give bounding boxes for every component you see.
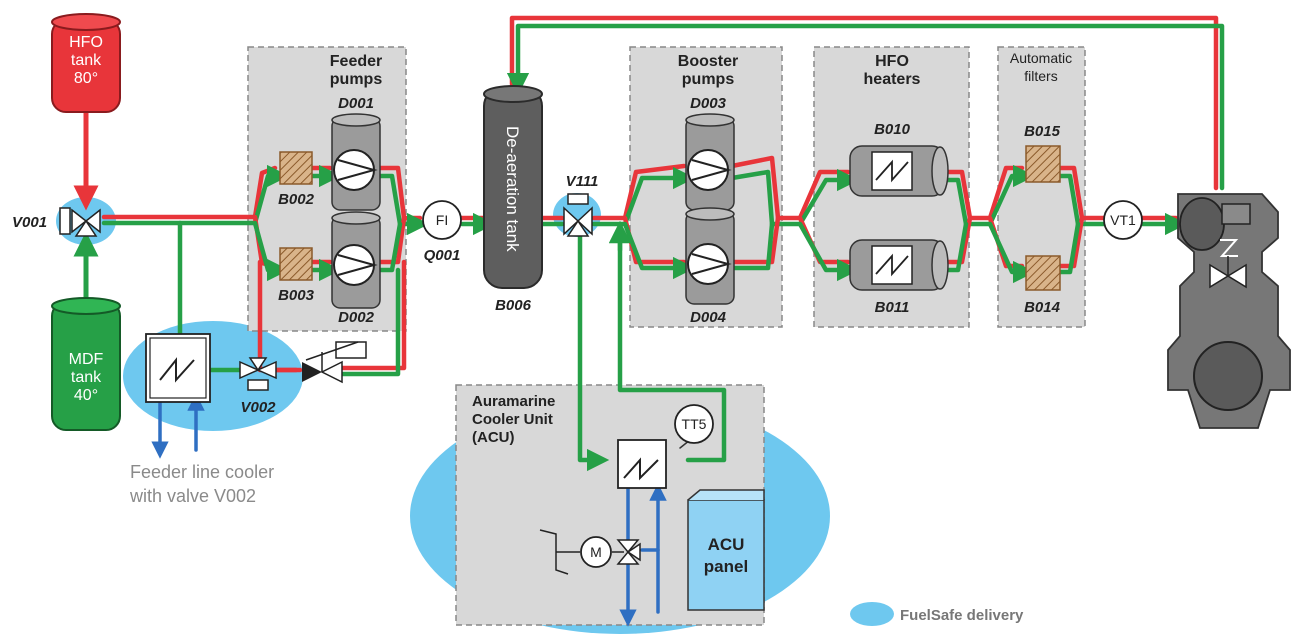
d001-label: D001	[338, 95, 374, 112]
acu-panel-label-1: ACU	[708, 535, 745, 554]
pump-d001-icon	[331, 113, 381, 211]
v002-label: V002	[240, 399, 276, 416]
hfo-tank-label-3: 80°	[74, 70, 98, 87]
b003-label: B003	[278, 287, 315, 304]
valve-v001-icon	[59, 207, 101, 237]
tt5-label: TT5	[682, 416, 707, 432]
cooler-note-line-2: with valve V002	[129, 486, 256, 506]
engine-icon	[1167, 193, 1291, 429]
b006-label: B006	[495, 297, 532, 314]
hfo-tank-label-2: tank	[71, 52, 102, 69]
mdf-tank-label-1: MDF	[69, 351, 104, 368]
acu-three-way-valve-icon	[612, 539, 641, 565]
feeder-label-1: Feeder	[330, 53, 382, 70]
deaeration-tank-label: De-aeration tank	[503, 126, 522, 252]
d004-label: D004	[690, 309, 727, 326]
acu-panel-label-2: panel	[704, 557, 748, 576]
d003-label: D003	[690, 95, 727, 112]
feeder-cooler-icon	[145, 333, 211, 403]
acu-panel: ACU panel	[687, 489, 765, 611]
legend: FuelSafe delivery	[850, 602, 1024, 626]
fi-label: FI	[436, 212, 448, 228]
filters-label-2: filters	[1024, 68, 1057, 84]
booster-label-2: pumps	[682, 71, 735, 88]
strainer-b002-icon	[279, 151, 313, 185]
strainer-b003-icon	[279, 247, 313, 281]
pump-d002-icon	[331, 211, 381, 309]
b002-label: B002	[278, 191, 315, 208]
mdf-tank: MDF tank 40°	[51, 297, 121, 431]
q001-label: Q001	[424, 247, 461, 264]
feeder-pumps-box	[247, 46, 407, 332]
cooler-note-line-1: Feeder line cooler	[130, 462, 274, 482]
acu-label-1: Auramarine	[472, 393, 555, 410]
vt1-instrument-icon	[1103, 200, 1143, 240]
b011-label: B011	[875, 299, 910, 316]
v001-label: V001	[12, 214, 47, 231]
b010-label: B010	[874, 121, 911, 138]
heater-b010-icon	[849, 145, 949, 197]
feeder-label-2: pumps	[330, 71, 383, 88]
mdf-tank-label-3: 40°	[74, 387, 98, 404]
motor-label: M	[590, 544, 602, 560]
heater-b011-icon	[849, 239, 949, 291]
legend-swatch	[850, 602, 894, 626]
pump-d004-icon	[685, 207, 735, 305]
tt5-instrument-icon	[674, 404, 714, 444]
hfo-tank: HFO tank 80°	[51, 13, 121, 113]
b014-label: B014	[1024, 299, 1061, 316]
heaters-label-1: HFO	[875, 53, 909, 70]
d002-label: D002	[338, 309, 375, 326]
valve-v111-icon	[563, 193, 593, 237]
b015-label: B015	[1024, 123, 1061, 140]
regulating-valve-icon	[302, 341, 367, 384]
v111-label: V111	[566, 173, 599, 190]
legend-label: FuelSafe delivery	[900, 607, 1024, 624]
mdf-tank-label-2: tank	[71, 369, 102, 386]
booster-label-1: Booster	[678, 53, 738, 70]
filter-b014-icon	[1025, 255, 1061, 291]
acu-cooler-icon	[617, 439, 667, 489]
heaters-label-2: heaters	[864, 71, 921, 88]
filters-label-1: Automatic	[1010, 50, 1072, 66]
motor-icon	[580, 536, 612, 568]
acu-label-2: Cooler Unit	[472, 411, 553, 428]
fi-instrument-icon	[422, 200, 462, 240]
pump-d003-icon	[685, 113, 735, 211]
acu-label-3: (ACU)	[472, 429, 515, 446]
vt1-label: VT1	[1110, 212, 1136, 228]
valve-v002-icon	[239, 357, 277, 391]
pipes	[73, 15, 1225, 627]
hfo-tank-label-1: HFO	[69, 34, 103, 51]
deaeration-tank: De-aeration tank	[483, 85, 543, 289]
filter-b015-icon	[1025, 145, 1061, 183]
